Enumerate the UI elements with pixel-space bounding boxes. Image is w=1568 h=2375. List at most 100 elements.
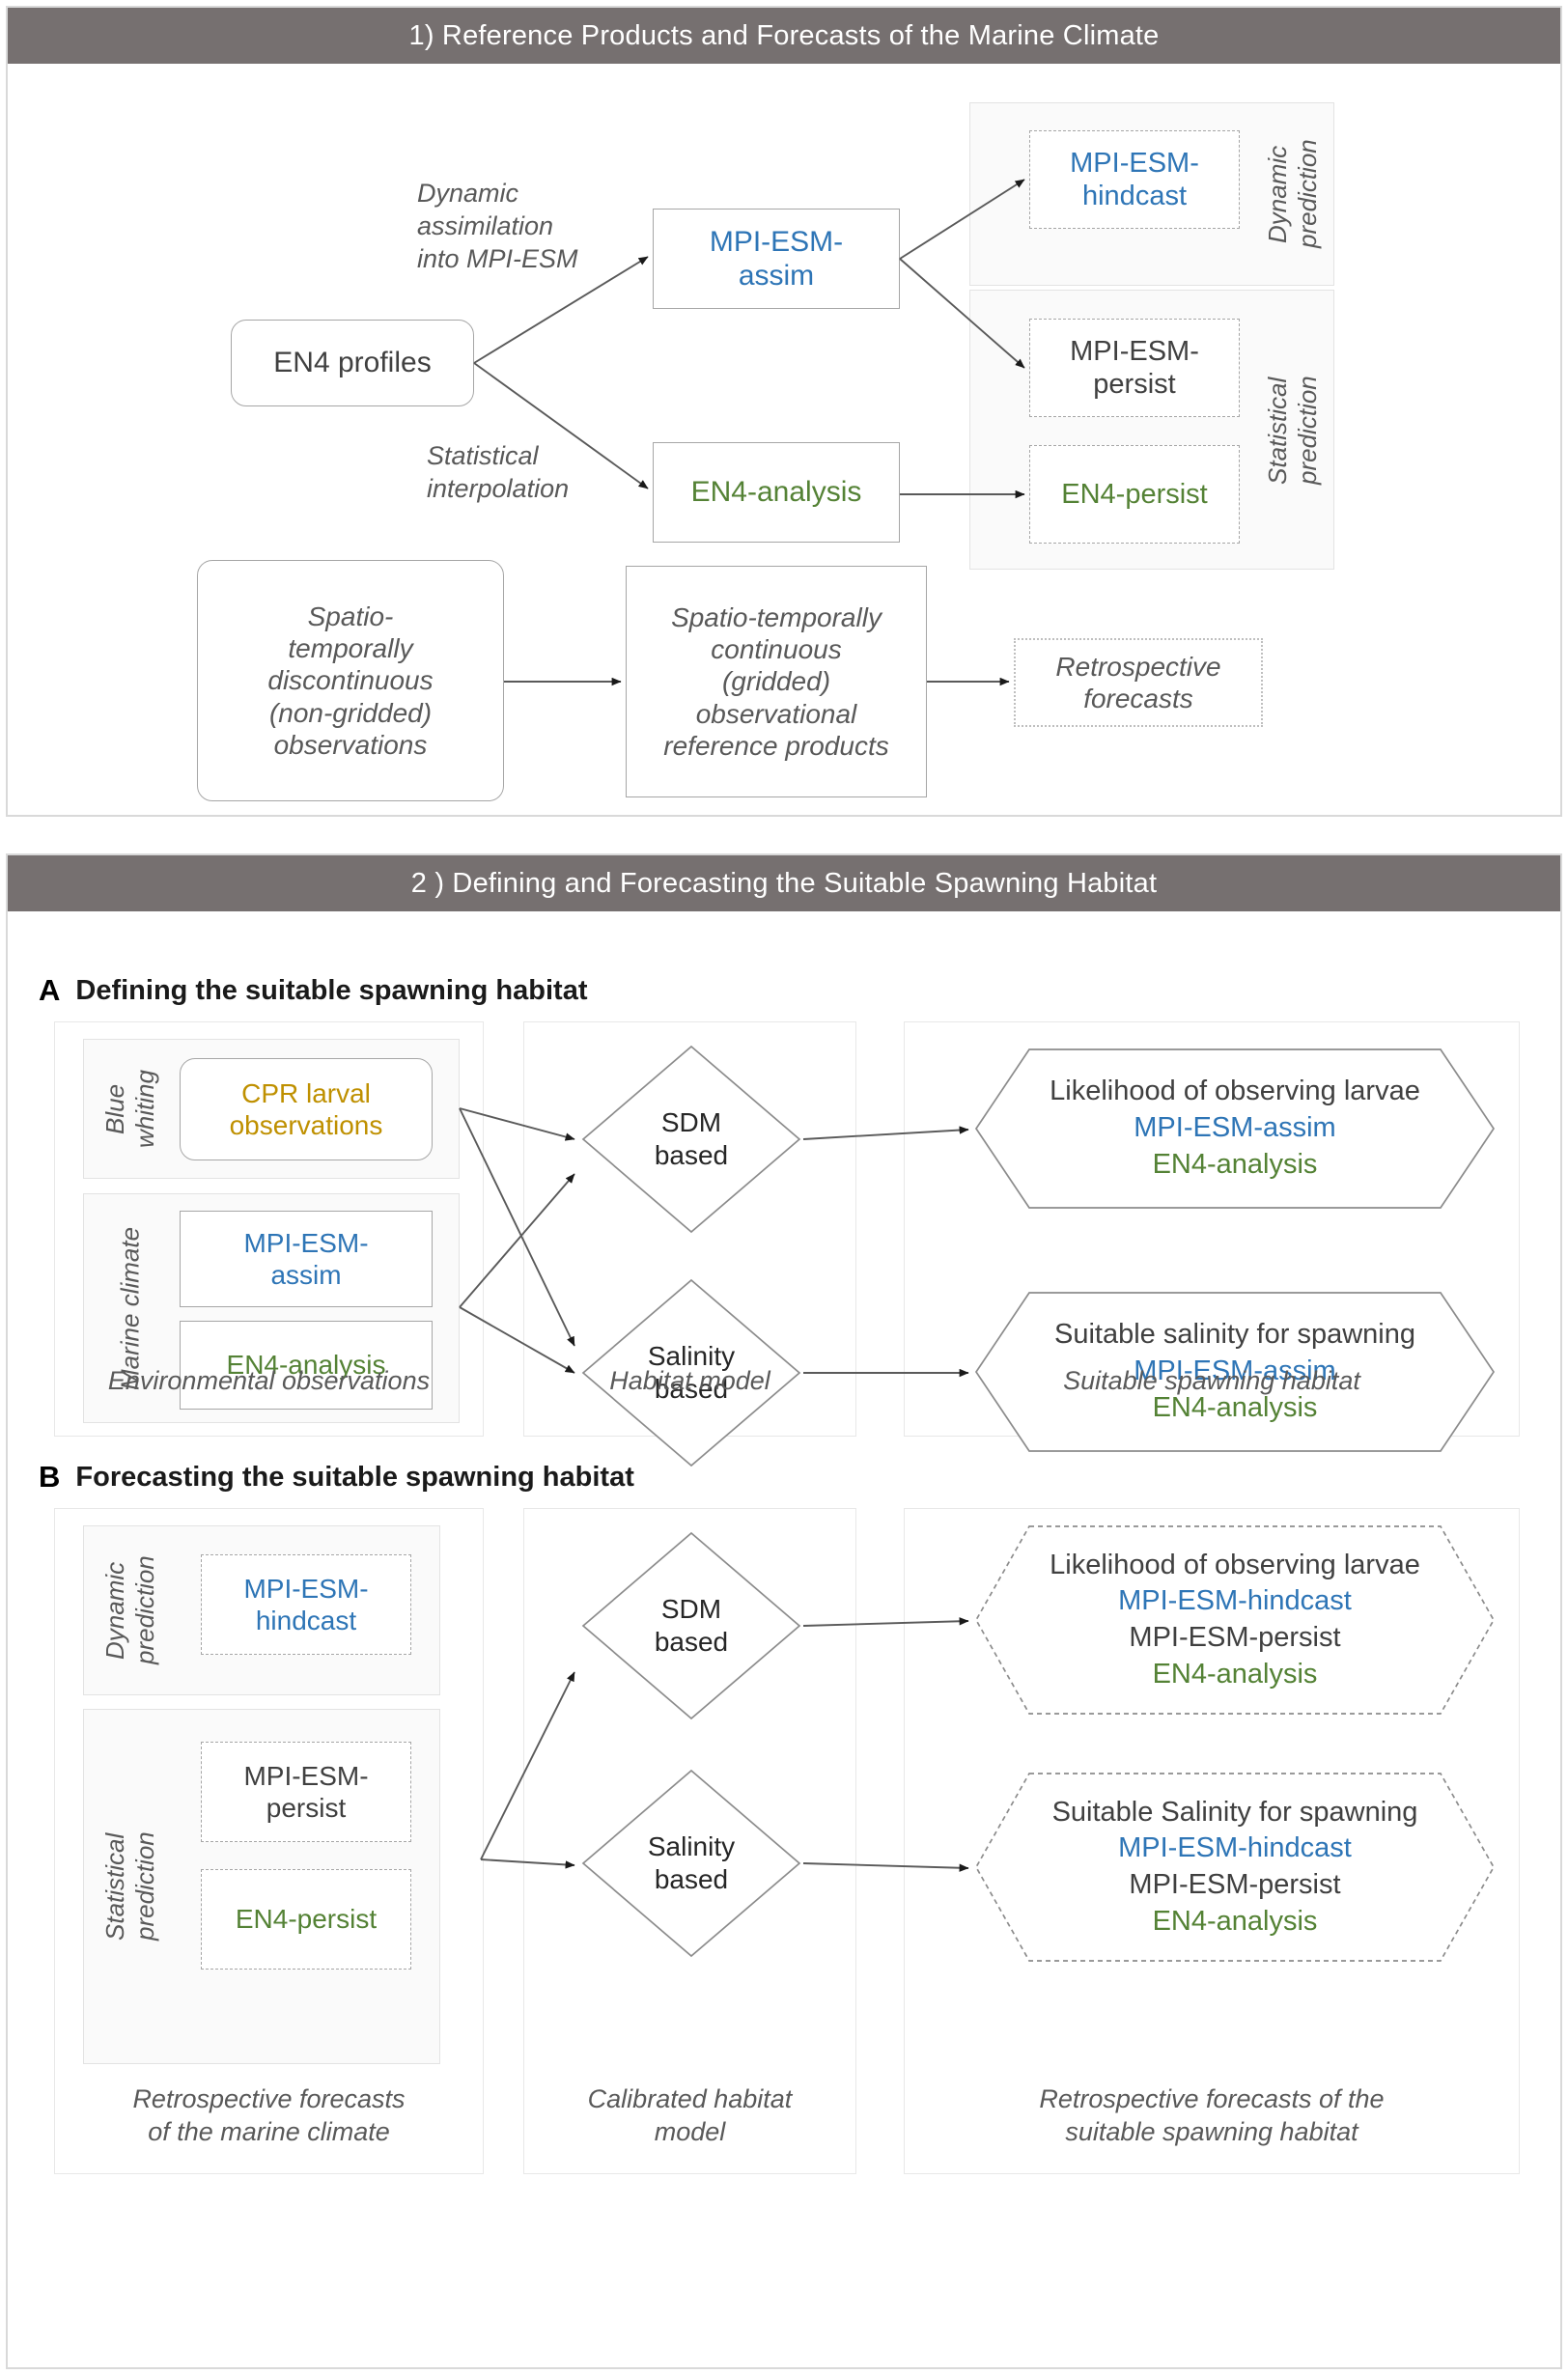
node-a-salinity-based-line2: based	[654, 1374, 729, 1404]
section-a-caption-mid: Habitat model	[609, 1366, 770, 1395]
output-b-salinity-item-2: EN4-analysis	[1152, 1905, 1318, 1937]
output-b-salinity[interactable]: Suitable Salinity for spawning MPI-ESM-h…	[973, 1771, 1497, 1964]
section-b-caption-right: Retrospective forecasts of the suitable …	[1039, 2084, 1385, 2146]
output-a-salinity[interactable]: Suitable salinity for spawning MPI-ESM-a…	[973, 1290, 1497, 1454]
output-a-likelihood[interactable]: Likelihood of observing larvae MPI-ESM-a…	[973, 1047, 1497, 1211]
node-cpr-larval-observations[interactable]: CPR larval observations	[180, 1058, 433, 1160]
salinity-hexagon-shape	[974, 1292, 1496, 1452]
panel-1: 1) Reference Products and Forecasts of t…	[6, 6, 1562, 817]
node-b-salinity-based-line2: based	[654, 1864, 729, 1894]
output-b-salinity-title: Suitable Salinity for spawning	[1051, 1796, 1418, 1828]
node-mpi-esm-assim-line2: assim	[738, 260, 815, 292]
node-b-en4-persist-label: EN4-persist	[235, 1904, 378, 1935]
output-b-likelihood-item-0: MPI-ESM-hindcast	[1118, 1585, 1352, 1617]
section-a-title-label: Defining the suitable spawning habitat	[75, 974, 588, 1006]
panel-2-header-label: 2 ) Defining and Forecasting the Suitabl…	[410, 867, 1158, 899]
node-mpi-esm-persist[interactable]: MPI-ESM- persist	[1029, 319, 1240, 417]
node-b-en4-persist[interactable]: EN4-persist	[201, 1869, 411, 1970]
output-b-salinity-item-0: MPI-ESM-hindcast	[1118, 1832, 1352, 1864]
node-discontinuous-observations[interactable]: Spatio- temporally discontinuous (non-gr…	[197, 560, 504, 801]
output-b-salinity-item-1: MPI-ESM-persist	[1129, 1869, 1341, 1900]
node-en4-analysis-label: EN4-analysis	[690, 476, 862, 509]
node-cpr-larval-observations-line2: observations	[229, 1110, 383, 1140]
panel-2: 2 ) Defining and Forecasting the Suitabl…	[6, 853, 1562, 2369]
node-a-sdm-based-line1: SDM	[660, 1107, 722, 1138]
section-b-caption-mid: Calibrated habitat model	[587, 2084, 793, 2146]
likelihood-hexagon-shape-b	[975, 1525, 1495, 1715]
edge-label-dynamic-assimilation: Dynamic assimilation into MPI-ESM	[417, 179, 578, 273]
node-b-sdm-based-line1: SDM	[660, 1594, 722, 1625]
output-a-salinity-item-0: MPI-ESM-assim	[1134, 1355, 1336, 1387]
node-discontinuous-observations-label: Spatio- temporally discontinuous (non-gr…	[267, 601, 434, 760]
node-en4-profiles[interactable]: EN4 profiles	[231, 320, 474, 406]
section-b-caption-left: Retrospective forecasts of the marine cl…	[132, 2084, 406, 2146]
node-en4-persist-label: EN4-persist	[1061, 478, 1208, 510]
edge-label-statistical-interpolation: Statistical interpolation	[427, 441, 570, 503]
node-b-mpi-esm-hindcast-line2: hindcast	[255, 1606, 357, 1635]
group-label-b-statistical-prediction: Statistical prediction	[99, 1831, 159, 1942]
node-mpi-esm-assim[interactable]: MPI-ESM- assim	[653, 209, 900, 309]
node-b-mpi-esm-persist[interactable]: MPI-ESM- persist	[201, 1742, 411, 1842]
output-b-likelihood-item-2: EN4-analysis	[1152, 1658, 1318, 1690]
output-a-likelihood-title: Likelihood of observing larvae	[1050, 1076, 1420, 1107]
node-continuous-reference-products[interactable]: Spatio-temporally continuous (gridded) o…	[626, 566, 927, 797]
output-a-likelihood-item-1: EN4-analysis	[1152, 1148, 1318, 1180]
node-a-en4-analysis[interactable]: EN4-analysis	[180, 1321, 433, 1410]
node-en4-analysis[interactable]: EN4-analysis	[653, 442, 900, 543]
salinity-hexagon-shape-b	[975, 1773, 1495, 1962]
node-b-sdm-based-line2: based	[654, 1627, 729, 1657]
likelihood-hexagon-shape	[974, 1048, 1496, 1209]
section-a-letter: A	[39, 973, 61, 1007]
node-retrospective-forecasts[interactable]: Retrospective forecasts	[1014, 638, 1263, 727]
node-cpr-larval-observations-line1: CPR larval	[241, 1077, 371, 1108]
panel-1-header-label: 1) Reference Products and Forecasts of t…	[408, 19, 1160, 51]
group-label-blue-whiting: Blue whiting	[99, 1070, 159, 1148]
node-mpi-esm-hindcast-line2: hindcast	[1081, 181, 1187, 211]
section-a-title: A Defining the suitable spawning habitat	[39, 973, 587, 1008]
node-b-mpi-esm-persist-line2: persist	[266, 1793, 347, 1823]
node-b-mpi-esm-hindcast[interactable]: MPI-ESM- hindcast	[201, 1554, 411, 1655]
output-b-likelihood[interactable]: Likelihood of observing larvae MPI-ESM-h…	[973, 1523, 1497, 1717]
group-label-dynamic-prediction: Dynamic prediction	[1262, 139, 1322, 249]
node-retrospective-forecasts-label: Retrospective forecasts	[1055, 651, 1221, 713]
output-b-likelihood-item-1: MPI-ESM-persist	[1129, 1622, 1341, 1653]
node-en4-profiles-label: EN4 profiles	[273, 347, 432, 379]
node-a-mpi-esm-assim[interactable]: MPI-ESM- assim	[180, 1211, 433, 1307]
section-a-caption-left: Environmental observations	[107, 1366, 431, 1395]
salinity-diamond-shape	[581, 1278, 801, 1467]
sdm-diamond-shape-b	[581, 1531, 801, 1720]
node-a-sdm-based[interactable]: SDM based	[579, 1043, 803, 1236]
section-b-title: B Forecasting the suitable spawning habi…	[39, 1460, 634, 1495]
node-continuous-reference-products-label: Spatio-temporally continuous (gridded) o…	[663, 602, 889, 761]
node-mpi-esm-persist-line1: MPI-ESM-	[1070, 335, 1199, 367]
output-a-salinity-item-1: EN4-analysis	[1152, 1391, 1318, 1423]
node-mpi-esm-assim-line1: MPI-ESM-	[709, 225, 844, 258]
group-label-b-dynamic-prediction: Dynamic prediction	[99, 1555, 159, 1665]
output-a-likelihood-item-0: MPI-ESM-assim	[1134, 1112, 1336, 1144]
node-b-mpi-esm-hindcast-line1: MPI-ESM-	[243, 1573, 369, 1604]
group-label-statistical-prediction: Statistical prediction	[1262, 376, 1322, 486]
panel-1-header: 1) Reference Products and Forecasts of t…	[8, 8, 1560, 64]
node-mpi-esm-persist-line2: persist	[1093, 369, 1176, 400]
output-b-likelihood-title: Likelihood of observing larvae	[1050, 1549, 1420, 1580]
node-en4-persist[interactable]: EN4-persist	[1029, 445, 1240, 544]
node-a-en4-analysis-label: EN4-analysis	[226, 1350, 386, 1381]
node-a-mpi-esm-assim-line1: MPI-ESM-	[243, 1227, 369, 1258]
section-a-caption-right: Suitable spawning habitat	[1063, 1366, 1360, 1395]
node-b-mpi-esm-persist-line1: MPI-ESM-	[243, 1760, 369, 1791]
salinity-diamond-shape-b	[581, 1769, 801, 1958]
node-b-salinity-based-line1: Salinity	[647, 1831, 736, 1862]
section-b-letter: B	[39, 1460, 61, 1494]
node-a-salinity-based-line1: Salinity	[647, 1341, 736, 1372]
node-b-salinity-based[interactable]: Salinity based	[579, 1767, 803, 1960]
node-mpi-esm-hindcast[interactable]: MPI-ESM- hindcast	[1029, 130, 1240, 229]
section-b-title-label: Forecasting the suitable spawning habita…	[75, 1461, 634, 1493]
sdm-diamond-shape	[581, 1045, 801, 1234]
node-a-mpi-esm-assim-line2: assim	[270, 1260, 342, 1290]
node-mpi-esm-hindcast-line1: MPI-ESM-	[1070, 147, 1199, 179]
node-a-salinity-based[interactable]: Salinity based	[579, 1276, 803, 1469]
node-b-sdm-based[interactable]: SDM based	[579, 1529, 803, 1722]
node-a-sdm-based-line2: based	[654, 1140, 729, 1170]
output-a-salinity-title: Suitable salinity for spawning	[1054, 1319, 1415, 1351]
